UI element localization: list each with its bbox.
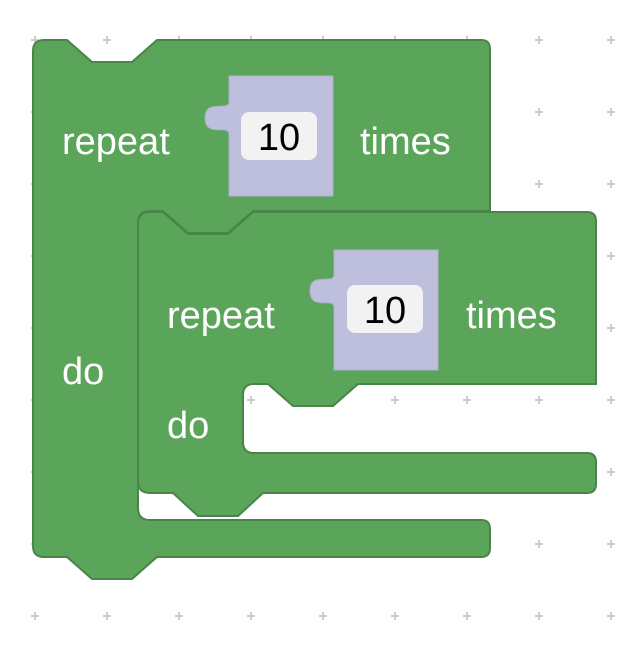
- outer-repeat-body[interactable]: [32, 39, 491, 580]
- grid-plus-mark: [607, 324, 615, 332]
- grid-plus-mark: [247, 612, 255, 620]
- inner-count-block[interactable]: 10: [309, 249, 439, 371]
- outer-do-label: do: [62, 351, 104, 393]
- outer-times-label: times: [360, 121, 451, 163]
- grid-plus-mark: [535, 540, 543, 548]
- grid-plus-mark: [607, 612, 615, 620]
- outer-repeat-block[interactable]: repeat 10 times do: [32, 39, 491, 580]
- grid-plus-mark: [607, 180, 615, 188]
- grid-plus-mark: [607, 396, 615, 404]
- grid-plus-mark: [535, 108, 543, 116]
- grid-plus-mark: [535, 36, 543, 44]
- inner-do-label: do: [167, 405, 209, 447]
- grid-plus-mark: [535, 612, 543, 620]
- grid-plus-mark: [319, 612, 327, 620]
- grid-plus-mark: [103, 36, 111, 44]
- inner-repeat-label: repeat: [167, 295, 275, 337]
- grid-plus-mark: [607, 36, 615, 44]
- inner-repeat-block[interactable]: repeat 10 times do: [137, 211, 597, 517]
- inner-count-field[interactable]: [347, 285, 423, 333]
- grid-plus-mark: [607, 468, 615, 476]
- grid-plus-mark: [247, 396, 255, 404]
- grid-plus-mark: [31, 612, 39, 620]
- grid-plus-mark: [607, 108, 615, 116]
- outer-count-field[interactable]: [241, 112, 317, 160]
- grid-plus-mark: [535, 180, 543, 188]
- grid-plus-mark: [607, 252, 615, 260]
- grid-plus-mark: [463, 612, 471, 620]
- outer-count-block[interactable]: 10: [204, 75, 334, 197]
- grid-plus-mark: [607, 540, 615, 548]
- grid-plus-mark: [535, 396, 543, 404]
- grid-plus-mark: [103, 612, 111, 620]
- outer-repeat-label: repeat: [62, 121, 170, 163]
- inner-count-value: 10: [364, 290, 406, 332]
- outer-count-value: 10: [258, 117, 300, 159]
- grid-plus-mark: [175, 612, 183, 620]
- inner-times-label: times: [466, 295, 557, 337]
- grid-plus-mark: [391, 612, 399, 620]
- grid-plus-mark: [463, 396, 471, 404]
- grid-plus-mark: [391, 396, 399, 404]
